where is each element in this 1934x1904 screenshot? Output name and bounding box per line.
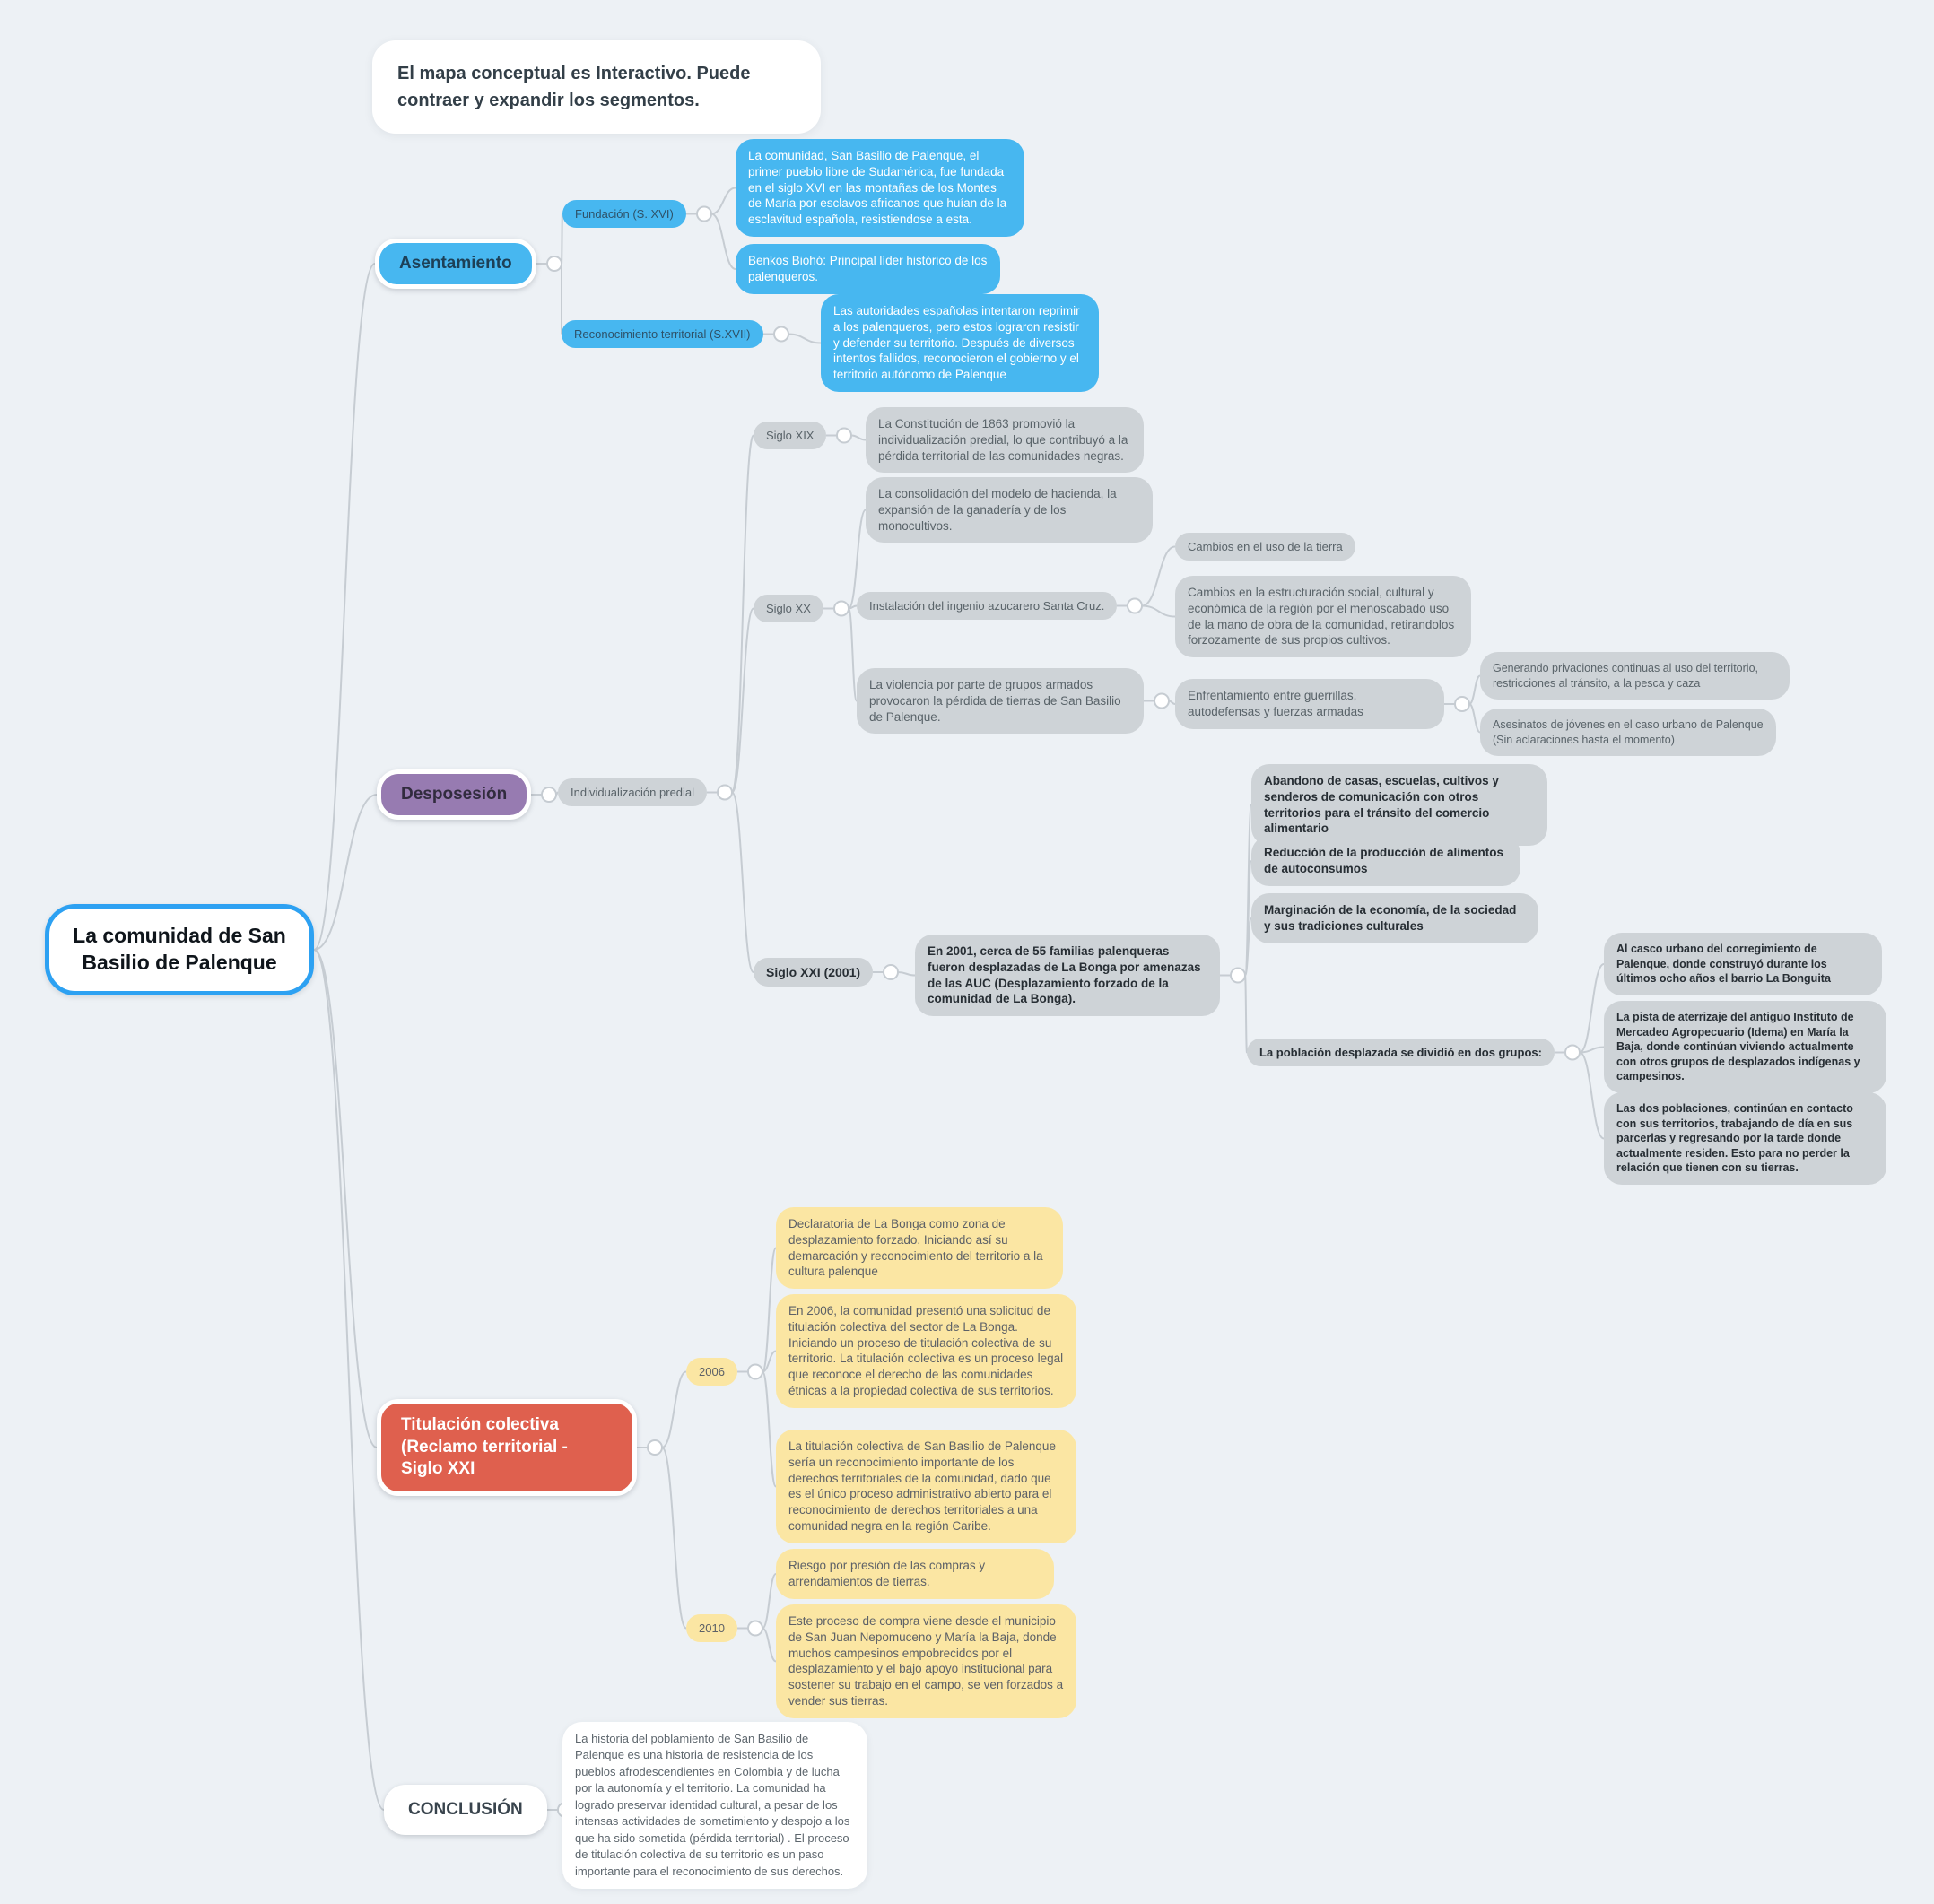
connector-line — [1141, 604, 1176, 618]
connector-line — [1468, 703, 1481, 734]
branch-conclusion[interactable]: CONCLUSIÓN — [384, 1785, 547, 1835]
node-enfrentamiento-guerrillas[interactable]: Enfrentamiento entre guerrillas, autodef… — [1175, 679, 1444, 729]
collapse-toggle-poblacion[interactable] — [1564, 1044, 1581, 1061]
node-solicitud-titulacion-2006[interactable]: En 2006, la comunidad presentó una solic… — [776, 1294, 1076, 1408]
connector-line — [313, 949, 378, 1448]
connector-line — [710, 213, 736, 270]
collapse-toggle-siglo_xx[interactable] — [833, 600, 849, 617]
node-siglo-xx[interactable]: Siglo XX — [754, 595, 823, 622]
node-casco-urbano-palenque[interactable]: Al casco urbano del corregimiento de Pal… — [1604, 933, 1882, 995]
branch-asentamiento[interactable]: Asentamiento — [375, 239, 536, 289]
node-asesinatos-jovenes[interactable]: Asesinatos de jóvenes en el caso urbano … — [1480, 709, 1776, 756]
node-cambios-estructuracion[interactable]: Cambios en la estructuración social, cul… — [1175, 576, 1471, 658]
connector-line — [848, 607, 858, 702]
node-titulacion-reconocimiento[interactable]: La titulación colectiva de San Basilio d… — [776, 1430, 1076, 1543]
node-siglo-xxi-2001[interactable]: Siglo XXI (2001) — [754, 958, 874, 987]
connector-line — [762, 1573, 777, 1630]
node-reduccion-alimentos[interactable]: Reducción de la producción de alimentos … — [1251, 836, 1520, 886]
node-benkos-bioho[interactable]: Benkos Biohó: Principal líder histórico … — [736, 244, 1000, 294]
collapse-toggle-individualizacion[interactable] — [717, 784, 733, 801]
collapse-toggle-desposesion[interactable] — [541, 787, 557, 803]
collapse-toggle-siglo_xix[interactable] — [836, 427, 852, 444]
node-declaratoria-la-bonga[interactable]: Declaratoria de La Bonga como zona de de… — [776, 1207, 1063, 1290]
branch-titulacion-colectiva[interactable]: Titulación colectiva (Reclamo territoria… — [377, 1399, 637, 1497]
node-fundacion[interactable]: Fundación (S. XVI) — [562, 200, 686, 228]
node-proceso-compra-tierras[interactable]: Este proceso de compra viene desde el mu… — [776, 1604, 1076, 1718]
connector-line — [762, 1627, 777, 1663]
node-desplazamiento-la-bonga[interactable]: En 2001, cerca de 55 familias palenquera… — [915, 935, 1220, 1017]
connector-line — [1579, 1046, 1605, 1054]
connector-line — [313, 949, 385, 1811]
node-constitucion-1863[interactable]: La Constitución de 1863 promovió la indi… — [866, 407, 1144, 474]
connector-line — [1168, 700, 1176, 705]
node-privaciones-territorio[interactable]: Generando privaciones continuas al uso d… — [1480, 652, 1790, 700]
collapse-toggle-reconocimiento[interactable] — [773, 326, 789, 343]
node-abandono-casas[interactable]: Abandono de casas, escuelas, cultivos y … — [1251, 764, 1547, 847]
connector-line — [661, 1447, 687, 1630]
connector-line — [762, 1370, 777, 1488]
connector-line — [661, 1370, 687, 1448]
node-fundacion-descripcion[interactable]: La comunidad, San Basilio de Palenque, e… — [736, 139, 1024, 238]
connector-line — [850, 434, 867, 441]
connector-line — [1579, 963, 1605, 1054]
collapse-toggle-en2001[interactable] — [1230, 967, 1246, 984]
node-poblacion-dos-grupos[interactable]: La población desplazada se dividió en do… — [1247, 1039, 1555, 1066]
connector-line — [897, 971, 916, 977]
collapse-toggle-fundacion[interactable] — [696, 205, 712, 222]
connector-line — [731, 607, 754, 794]
collapse-toggle-y2006[interactable] — [747, 1363, 763, 1380]
connector-line — [762, 1350, 777, 1373]
connector-line — [1468, 674, 1481, 705]
connector-line — [788, 333, 822, 344]
connector-line — [313, 263, 376, 951]
node-2006[interactable]: 2006 — [686, 1358, 737, 1386]
node-individualizacion-predial[interactable]: Individualización predial — [558, 778, 708, 806]
node-ingenio-santa-cruz[interactable]: Instalación del ingenio azucarero Santa … — [857, 592, 1118, 620]
node-pista-aterrizaje-idema[interactable]: La pista de aterrizaje del antiguo Insti… — [1604, 1001, 1886, 1093]
connector-line — [313, 794, 378, 951]
collapse-toggle-violencia[interactable] — [1154, 692, 1170, 709]
connector-line — [555, 791, 559, 796]
node-cambios-uso-tierra[interactable]: Cambios en el uso de la tierra — [1175, 533, 1355, 561]
connector-line — [1244, 974, 1248, 1054]
connector-line — [731, 434, 754, 794]
root-node[interactable]: La comunidad de San Basilio de Palenque — [45, 904, 314, 995]
connector-line — [710, 187, 736, 215]
node-2010[interactable]: 2010 — [686, 1614, 737, 1642]
branch-desposesion[interactable]: Desposesión — [377, 769, 532, 820]
connector-line — [848, 509, 867, 610]
collapse-toggle-enfrentamiento[interactable] — [1454, 696, 1470, 712]
connector-line — [731, 791, 754, 973]
connector-line — [1244, 917, 1252, 977]
collapse-toggle-asentamiento[interactable] — [546, 256, 562, 272]
collapse-toggle-instalacion[interactable] — [1127, 597, 1143, 614]
node-siglo-xix[interactable]: Siglo XIX — [754, 422, 827, 449]
connector-line — [762, 1247, 777, 1373]
node-marginacion-economia[interactable]: Marginación de la economía, de la socied… — [1251, 893, 1538, 943]
connector-line — [1579, 1051, 1605, 1140]
node-reconocimiento-territorial[interactable]: Reconocimiento territorial (S.XVII) — [562, 320, 763, 348]
node-riesgo-compras-tierras[interactable]: Riesgo por presión de las compras y arre… — [776, 1549, 1054, 1599]
collapse-toggle-y2010[interactable] — [747, 1620, 763, 1637]
node-conclusion-descripcion[interactable]: La historia del poblamiento de San Basil… — [562, 1722, 867, 1890]
node-consolidacion-hacienda[interactable]: La consolidación del modelo de hacienda,… — [866, 477, 1153, 543]
connector-line — [1141, 545, 1176, 607]
collapse-toggle-siglo_xxi[interactable] — [883, 964, 899, 980]
interactivity-note: El mapa conceptual es Interactivo. Puede… — [372, 40, 821, 134]
node-violencia-grupos-armados[interactable]: La violencia por parte de grupos armados… — [857, 668, 1144, 735]
node-reconocimiento-descripcion[interactable]: Las autoridades españolas intentaron rep… — [821, 294, 1099, 393]
collapse-toggle-titulacion[interactable] — [647, 1439, 663, 1456]
node-dos-poblaciones-contacto[interactable]: Las dos poblaciones, continúan en contac… — [1604, 1092, 1886, 1185]
